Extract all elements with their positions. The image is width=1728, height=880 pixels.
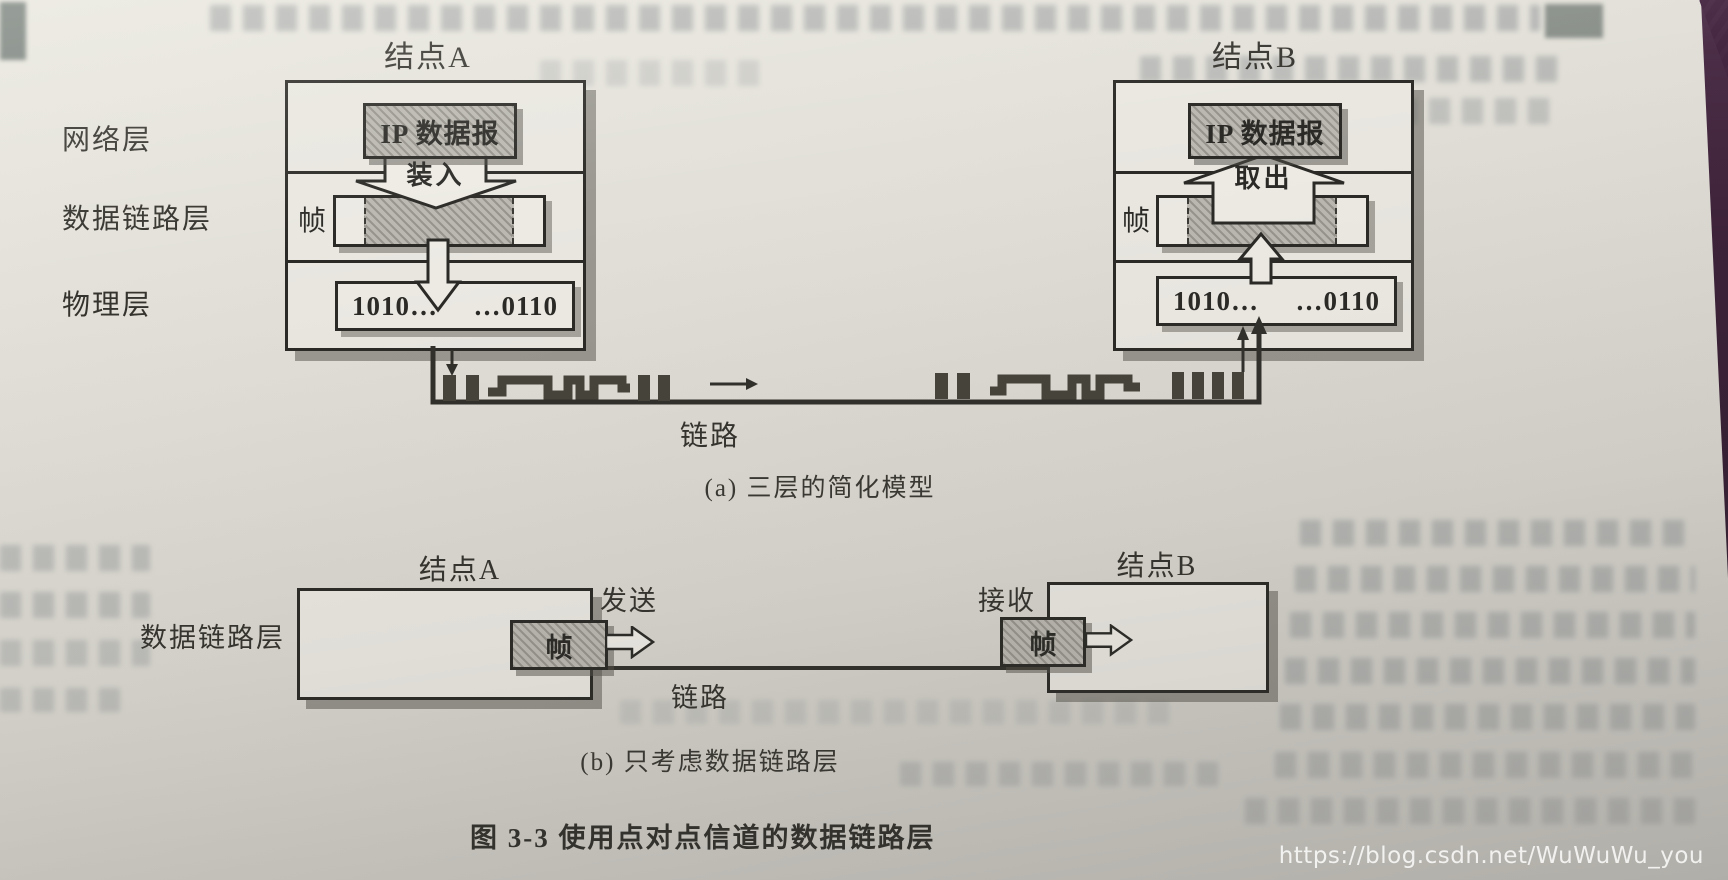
insert-arrow-label: 装入: [406, 161, 465, 190]
bleed-through-text: [0, 592, 150, 618]
frame-label: 帧: [298, 206, 327, 237]
node-b-box: IP 数据报 取出 帧 1010… …0110: [1113, 80, 1414, 351]
caption-b: (b) 只考虑数据链路层: [580, 749, 840, 776]
book-edge-purple: [1701, 0, 1728, 578]
bleed-through-text: [1245, 798, 1695, 824]
direction-arrowhead: [746, 378, 758, 390]
figure-caption: 图 3-3 使用点对点信道的数据链路层: [470, 823, 936, 853]
node-a-title: 结点A: [384, 41, 472, 74]
signal-bars: [443, 372, 1244, 401]
bits-left: 1010…: [1173, 285, 1259, 316]
link-label-a: 链路: [679, 421, 740, 452]
bleed-through-text: [1280, 704, 1695, 730]
square-wave-right: [990, 374, 1140, 400]
node-b-title: 结点B: [1211, 41, 1298, 74]
csdn-watermark: https://blog.csdn.net/WuWuWu_you: [1278, 843, 1704, 869]
link-arrowhead: [1251, 316, 1267, 334]
bleed-through-text: [1295, 566, 1695, 592]
node-b-box-b: [1047, 582, 1269, 693]
send-label: 发送: [600, 586, 658, 616]
layer-label-physical: 物理层: [62, 290, 153, 321]
link-label-b: 链路: [671, 683, 729, 713]
bleed-through-mark: [1545, 4, 1603, 38]
layer-label-network: 网络层: [62, 125, 153, 156]
bits-left: 1010…: [352, 290, 438, 321]
caption-a: (a) 三层的简化模型: [704, 475, 936, 502]
bitstream-box: 1010… …0110: [335, 281, 575, 331]
bleed-through-text: [0, 688, 120, 712]
node-a-box: IP 数据报 装入 帧 1010… …0110: [285, 80, 586, 351]
bits-right: …0110: [1295, 285, 1380, 316]
bleed-through-text: [900, 762, 1230, 786]
layer-label-datalink: 数据链路层: [62, 204, 213, 235]
frame-box-sending: 帧: [510, 620, 608, 670]
extract-arrow-label: 取出: [1234, 164, 1293, 193]
frame-label: 帧: [1122, 206, 1151, 237]
extract-up-arrow: [1183, 153, 1345, 225]
frame-box-receiving: 帧: [1000, 617, 1086, 667]
send-right-arrow: [606, 626, 656, 659]
node-b-title-b: 结点B: [1116, 551, 1198, 582]
bleed-through-text: [1285, 658, 1695, 684]
bleed-through-text: [1275, 752, 1695, 778]
to-physical-down-arrow: [414, 238, 462, 313]
bleed-through-mark: [0, 2, 26, 60]
from-physical-up-arrow: [1236, 231, 1286, 285]
tx-down-arrowhead: [446, 364, 458, 376]
node-a-title-b: 结点A: [418, 555, 502, 586]
link-waveform-svg: [430, 316, 1267, 405]
rx-up-arrowhead: [1237, 326, 1249, 340]
bleed-through-text: [1300, 520, 1695, 546]
bleed-through-text: [1290, 612, 1695, 638]
square-wave-left: [488, 375, 630, 400]
receive-right-arrow: [1086, 624, 1134, 657]
ip-datagram-box: IP 数据报: [1188, 103, 1342, 159]
bleed-through-text: [0, 545, 150, 571]
bitstream-box: 1010… …0110: [1156, 276, 1397, 326]
receive-label: 接收: [978, 586, 1036, 616]
bleed-through-text: [210, 5, 1540, 31]
datalink-layer-label-b: 数据链路层: [140, 623, 285, 653]
bits-right: …0110: [473, 290, 558, 321]
link-line-b: [587, 666, 1047, 670]
ip-datagram-box: IP 数据报: [363, 103, 517, 159]
